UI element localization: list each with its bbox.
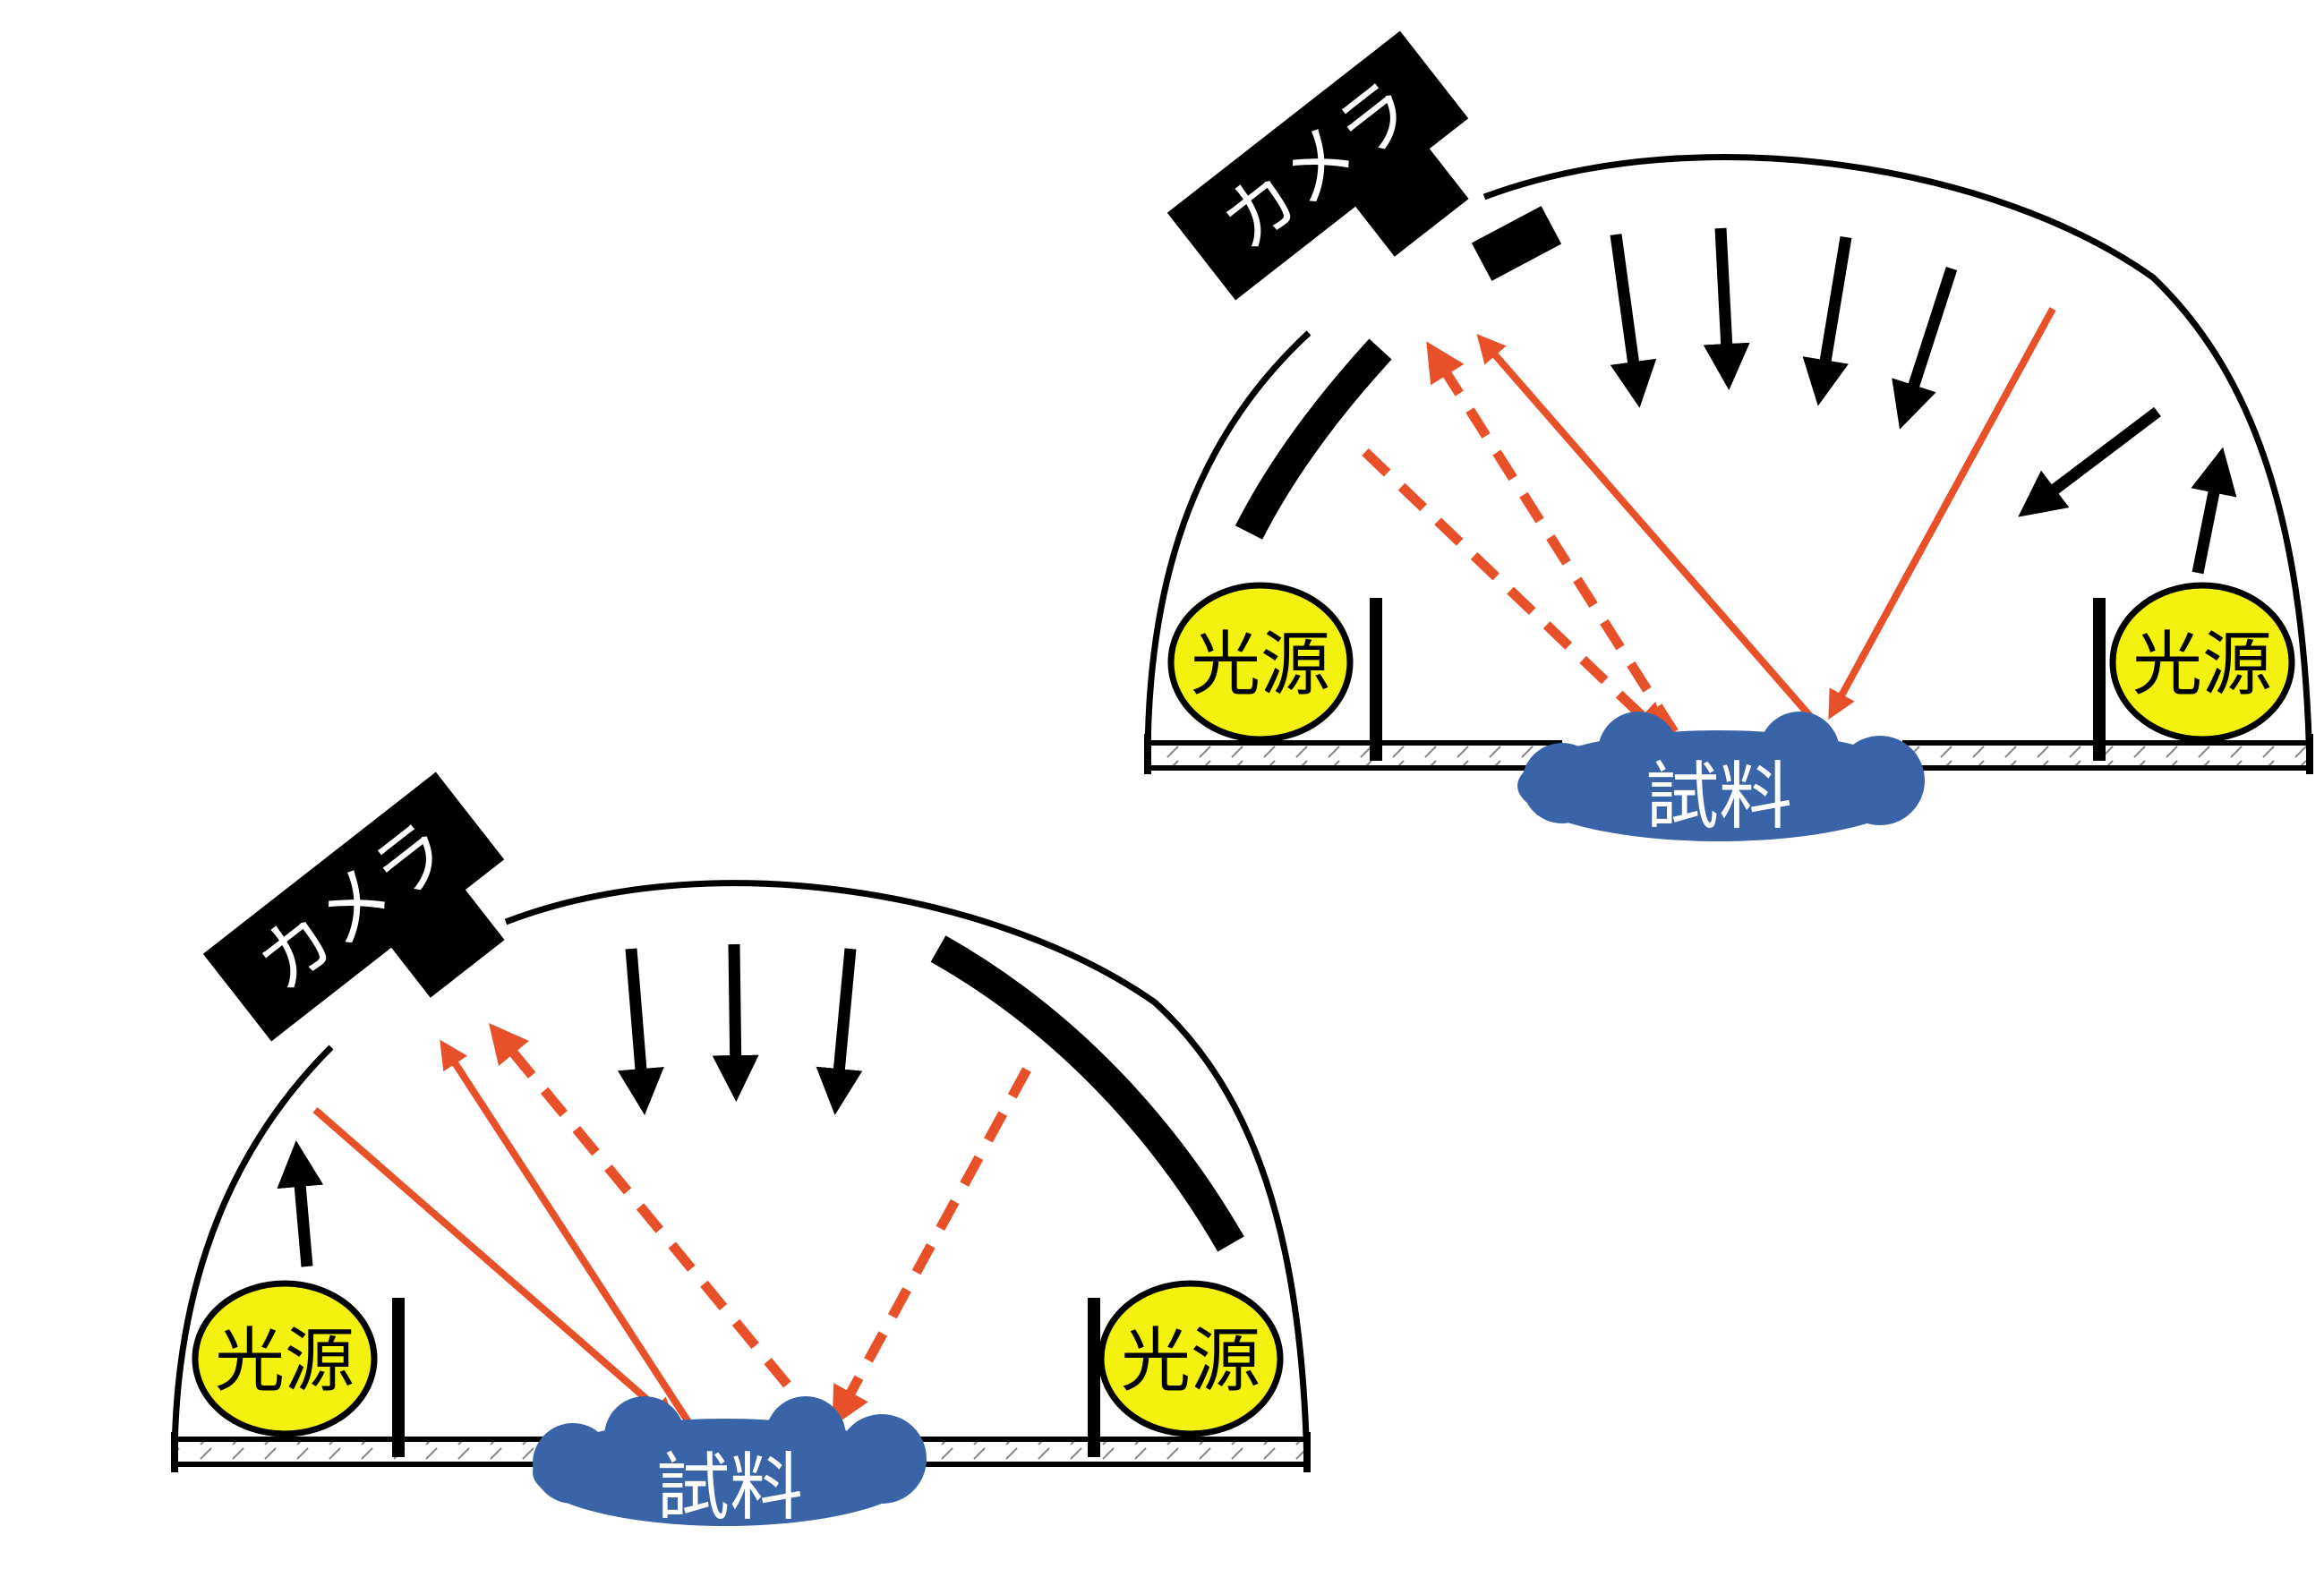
source-emission-arrow: [277, 1140, 324, 1267]
incident-ray-dashed: [1362, 448, 1670, 744]
light-source-label: 光源: [1121, 1321, 1260, 1402]
light-source-label: 光源: [1191, 625, 1330, 705]
camera: カメラ: [202, 772, 505, 1042]
left-dome-setup: カメラ 光源 光源 試料: [171, 772, 1311, 1531]
camera: カメラ: [1166, 30, 1469, 301]
shade-band: [1235, 338, 1392, 540]
ambient-light-arrow: [617, 948, 664, 1115]
light-source: 光源: [2109, 582, 2295, 743]
ambient-light-arrow: [1892, 267, 1958, 430]
dome-arc: [171, 880, 1311, 1469]
right-dome-setup: カメラ 光源 光源 試料: [1144, 30, 2313, 841]
reflected-ray-dashed: [488, 1023, 824, 1427]
light-source: 光源: [192, 1280, 378, 1437]
ambient-light-arrow: [1802, 235, 1852, 406]
ambient-light-arrow: [2018, 406, 2161, 517]
light-source: 光源: [1167, 582, 1354, 743]
light-source-label: 光源: [2132, 625, 2272, 705]
incident-ray: [312, 1106, 679, 1427]
shade-band: [930, 935, 1244, 1252]
ambient-light-arrow: [1610, 234, 1657, 408]
dome-arc: [1144, 154, 2313, 771]
reflected-ray: [1476, 333, 1825, 732]
ambient-light-arrow: [1703, 227, 1750, 390]
light-source: 光源: [1098, 1280, 1284, 1437]
sample: 試料: [1517, 712, 1925, 841]
sample-label: 試料: [1645, 755, 1792, 840]
light-source-label: 光源: [215, 1321, 355, 1402]
sample: 試料: [533, 1396, 927, 1531]
incident-ray: [1828, 307, 2056, 721]
incident-ray-dashed: [832, 1067, 1031, 1428]
ambient-light-arrow: [712, 943, 759, 1102]
reflected-ray: [440, 1039, 697, 1433]
sample-label: 試料: [656, 1445, 803, 1531]
reflected-ray-dashed: [1426, 341, 1679, 735]
source-emission-arrow: [2191, 447, 2237, 575]
shade-block: [1471, 206, 1562, 281]
ambient-light-arrow: [816, 948, 863, 1115]
